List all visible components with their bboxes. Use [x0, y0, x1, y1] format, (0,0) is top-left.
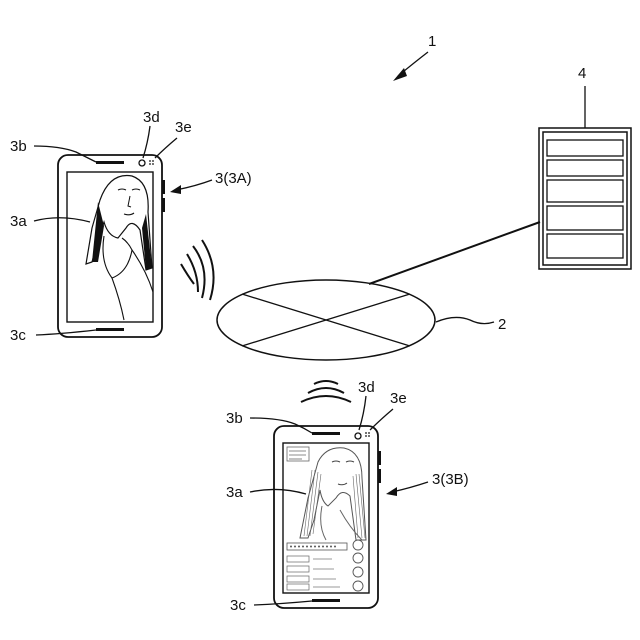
terminal-b-ref-label: 3(3B) [432, 471, 469, 488]
terminal-b-speaker [312, 432, 340, 435]
terminal-a-camera-leader [143, 126, 150, 158]
terminal-b-ref-arrowhead [386, 487, 397, 496]
terminal-b-speaker-label: 3b [226, 410, 243, 427]
terminal-b-side-button [378, 469, 381, 483]
terminal-a-ref-arrow [176, 180, 212, 190]
terminal-b-camera-label: 3d [358, 379, 375, 396]
server-slot [547, 160, 623, 176]
wireless-signal-b [301, 381, 351, 402]
terminal-b-sensor-leader [370, 409, 393, 430]
terminal-a-side-button [162, 180, 165, 194]
terminal-b-side-button [378, 451, 381, 465]
wireless-signal-a [181, 240, 214, 300]
terminal-a-sensor-leader [155, 138, 177, 158]
terminal-a-camera-label: 3d [143, 109, 160, 126]
terminal-b-mic-label: 3c [230, 597, 246, 614]
terminal-b-mic [312, 599, 340, 602]
system-label: 1 [428, 33, 436, 50]
server-slot [547, 180, 623, 202]
server-slot [547, 234, 623, 258]
terminal-a-mic [96, 328, 124, 331]
terminal-b-ref-arrow [392, 482, 428, 492]
terminal-a-screen-label: 3a [10, 213, 27, 230]
network [217, 280, 435, 360]
network-server-link [369, 222, 540, 284]
server-slot [547, 206, 623, 230]
terminal-a-side-button [162, 198, 165, 212]
server-slot [547, 140, 623, 156]
terminal-a-sensor-label: 3e [175, 119, 192, 136]
server-label: 4 [578, 65, 586, 82]
terminal-a-mic-label: 3c [10, 327, 26, 344]
terminal-a-speaker [96, 161, 124, 164]
terminal-b-sensor-label: 3e [390, 390, 407, 407]
terminal-a-ref-arrowhead [170, 185, 181, 194]
network-label: 2 [498, 316, 506, 333]
terminal-a-ref-label: 3(3A) [215, 170, 252, 187]
terminal-a [58, 155, 165, 337]
terminal-b-camera-leader [359, 396, 366, 430]
terminal-b-screen-label: 3a [226, 484, 243, 501]
server [539, 128, 631, 269]
terminal-a-speaker-label: 3b [10, 138, 27, 155]
network-leader [436, 317, 494, 323]
terminal-b [274, 426, 381, 608]
